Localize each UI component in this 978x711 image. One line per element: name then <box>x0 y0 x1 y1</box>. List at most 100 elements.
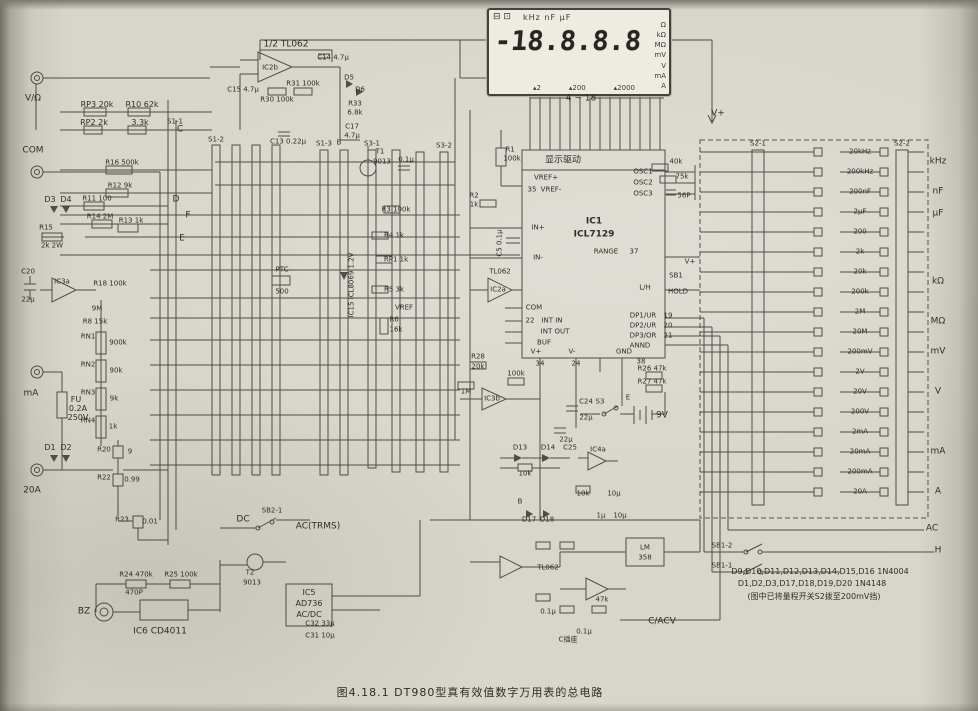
component-label: 20k <box>853 267 867 276</box>
component-label: 10k <box>518 469 532 478</box>
display-bottom-marks: ▴2▴200▴2000 <box>533 84 635 92</box>
component-label: 显示驱动 <box>544 155 582 166</box>
component-label: 19 <box>663 311 673 320</box>
unit-annunciator: V <box>661 61 666 70</box>
component-label: IN+ <box>531 223 545 232</box>
component-label: 500 <box>275 287 289 296</box>
component-label: 9V <box>656 410 668 421</box>
component-label: RP3 20k <box>80 100 114 109</box>
switch-bar <box>231 144 241 476</box>
wire-network-bottom <box>95 457 701 621</box>
component-label: R2 <box>469 191 479 200</box>
component-label: C5 0.1μ <box>495 229 504 257</box>
component-label: 20kHz <box>849 147 871 156</box>
component-label: mA <box>23 388 39 399</box>
fuse-body <box>56 391 68 419</box>
component-label: 10μ <box>607 489 621 498</box>
decimal-mark: ▴2 <box>533 84 541 92</box>
component-label: R3 100k <box>381 205 411 214</box>
component-label: R31 100k <box>286 79 320 88</box>
component-label: 100k <box>503 154 521 163</box>
component-label: 2mA <box>851 427 869 436</box>
component-label: D1,D2,D3,D17,D18,D19,D20 1N4148 <box>737 579 887 588</box>
component-label: SB2-1 <box>261 506 283 515</box>
component-label: R27 47k <box>637 377 667 386</box>
component-label: 4 ~ 18 <box>565 93 597 104</box>
ic1-outline <box>521 149 666 359</box>
component-label: RP2 2k <box>80 118 108 127</box>
component-label: R10 62k <box>125 100 159 109</box>
component-label: R13 1k <box>118 216 144 225</box>
wire-network-current <box>43 371 168 541</box>
component-label: 2k <box>855 247 865 256</box>
component-label: (图中已将量程开关S2拨至200mV挡) <box>747 592 881 601</box>
component-label: 35 <box>527 185 537 194</box>
component-label: 200k <box>851 287 869 296</box>
component-label: 20mA <box>849 447 871 456</box>
component-label: D <box>172 194 180 205</box>
component-label: VREF <box>394 303 414 312</box>
component-label: C31 10μ <box>305 631 335 640</box>
component-label: 200 <box>853 227 867 236</box>
component-label: 9013 <box>243 578 261 587</box>
component-label: 0.1μ <box>398 155 414 164</box>
component-label: IN- <box>533 253 543 262</box>
component-label: S1-1 <box>167 117 183 126</box>
component-label: 200kHz <box>846 167 874 176</box>
component-label: 56P <box>677 191 691 200</box>
component-label: ANND <box>629 341 651 350</box>
component-label: 24 <box>571 359 581 368</box>
component-label: 250V <box>67 413 89 422</box>
component-label: R14 2M <box>86 212 114 221</box>
range-switch-dashed-box <box>699 139 929 519</box>
component-label: R30 100k <box>260 95 294 104</box>
component-label: DP1/UR <box>629 311 657 320</box>
component-label: 22 <box>525 316 535 325</box>
unit-annunciator: kΩ <box>656 31 666 40</box>
switch-bar <box>439 151 449 473</box>
switch-bar <box>415 151 425 473</box>
component-label: C15 4.7μ <box>227 85 259 94</box>
switch-bar <box>339 149 349 476</box>
component-label: 2M <box>854 307 866 316</box>
component-label: PTC <box>275 265 289 274</box>
component-label: D1 <box>44 443 56 452</box>
component-label: 6.8k <box>347 108 363 117</box>
component-label: IC6 CD4011 <box>133 626 187 637</box>
component-label: kHz <box>929 156 947 167</box>
component-label: R5 3k <box>383 285 405 294</box>
component-label: 470P <box>125 588 143 597</box>
decimal-mark: ▴200 <box>568 84 586 92</box>
display-top-annunciators: kHz nF μF <box>523 13 572 22</box>
component-label: VREF+ <box>534 173 558 182</box>
component-label: C14 4.7μ <box>317 53 349 62</box>
component-label: GND <box>615 347 633 356</box>
wire-range-rows-mid <box>840 151 880 493</box>
component-label: RANGE <box>593 247 619 256</box>
component-label: IC1 <box>585 216 603 227</box>
component-label: SB1-2 <box>711 541 733 550</box>
component-label: D2 <box>60 443 72 452</box>
component-label: V+ <box>530 347 542 356</box>
component-label: 9013 <box>373 157 391 166</box>
wire-ic-pins <box>454 78 934 621</box>
component-label: SB1-1 <box>711 561 733 570</box>
component-label: 358 <box>638 553 652 562</box>
component-label: 37 <box>629 247 639 256</box>
component-label: R28 <box>471 352 485 361</box>
component-label: R1 <box>505 145 515 154</box>
component-label: R15 <box>39 223 53 232</box>
component-label: IC5 <box>302 588 316 597</box>
component-label: S1-2 <box>208 135 224 144</box>
component-label: OSC1 <box>633 167 653 176</box>
component-label: mV <box>930 346 946 357</box>
component-label: 22μ <box>21 295 35 304</box>
component-label: R11 100 <box>82 194 112 203</box>
wire-range-rows-right <box>908 151 924 493</box>
component-label: 200nF <box>849 187 871 196</box>
component-label: D14 <box>540 443 556 452</box>
component-label: V/Ω <box>24 93 42 104</box>
switch-contact-squares <box>813 147 889 497</box>
